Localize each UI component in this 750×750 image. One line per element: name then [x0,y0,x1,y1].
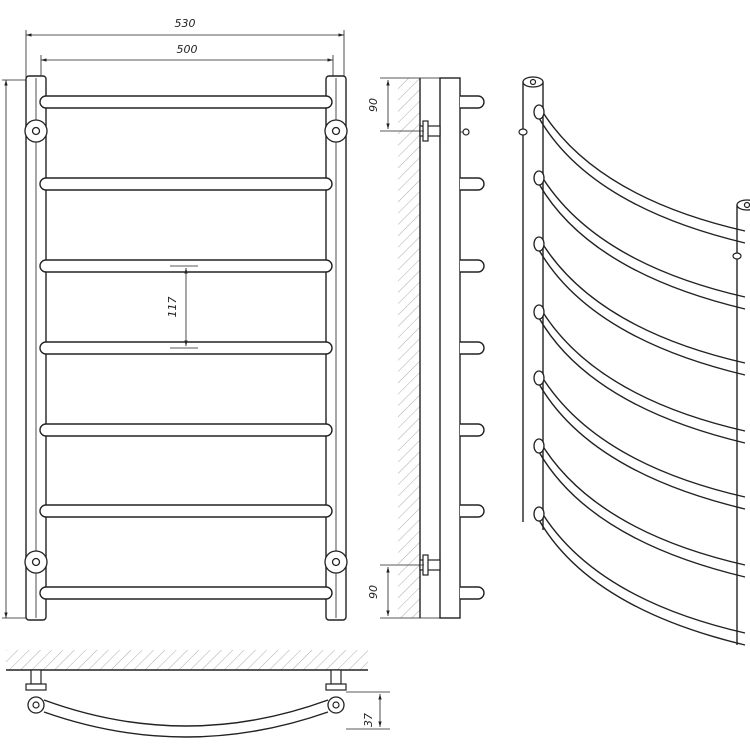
dimension-total-width: 530 [25,17,345,80]
side-bar-stub-4 [460,341,485,355]
front-view: 530 500 [2,17,348,621]
perspective-bar-5 [533,370,746,510]
front-bracket-top-left [24,119,48,143]
top-bracket-left [25,669,47,714]
front-bar-7 [39,586,333,600]
side-bar-stub-3 [460,259,485,273]
perspective-bar-2 [533,170,746,310]
dimension-label-37: 37 [362,713,375,727]
perspective-bracket-left [518,128,528,136]
dimension-wall-depth: 37 [346,691,390,730]
perspective-right-pipe [736,205,738,645]
top-bracket-right [325,669,347,714]
front-bracket-bottom-right [324,550,348,574]
perspective-left-pipe [522,82,544,530]
dimension-top-bracket: 90 [367,77,440,132]
front-bar-5 [39,423,333,437]
perspective-bracket-right [732,252,742,260]
perspective-curved-bars [533,104,746,646]
side-bar-stub-5 [460,423,485,437]
front-bracket-top-right [324,119,348,143]
perspective-bar-3 [533,236,746,376]
dimension-label-530: 530 [175,17,196,30]
side-view: 90 90 [367,77,485,619]
front-bracket-bottom-left [24,550,48,574]
side-bar-stub-1 [460,95,485,109]
perspective-bar-6 [533,438,746,578]
perspective-bar-7 [533,506,746,646]
side-bar-stub-7 [460,586,485,600]
top-curved-bar [43,699,329,727]
perspective-view [518,76,750,646]
dimension-label-500: 500 [177,43,198,56]
side-wall-hatch [398,78,420,618]
dimension-pipe-spacing: 500 [40,43,334,80]
dimension-label-90-top: 90 [367,98,380,112]
front-bar-1 [39,95,333,109]
front-horizontal-bars [39,95,333,600]
top-view: 37 [6,650,390,738]
side-bar-stubs [460,95,485,600]
side-bar-stub-2 [460,177,485,191]
dimension-bar-spacing: 117 [166,265,198,349]
dimension-label-90-bottom: 90 [367,585,380,599]
front-bar-2 [39,177,333,191]
dimension-label-117: 117 [166,297,179,318]
top-wall-hatch [6,650,368,670]
side-vertical-pipe [439,77,461,619]
perspective-bar-1 [533,104,746,244]
perspective-bar-4 [533,304,746,444]
dimension-bottom-bracket: 90 [367,564,440,619]
front-bar-6 [39,504,333,518]
side-bar-stub-6 [460,504,485,518]
